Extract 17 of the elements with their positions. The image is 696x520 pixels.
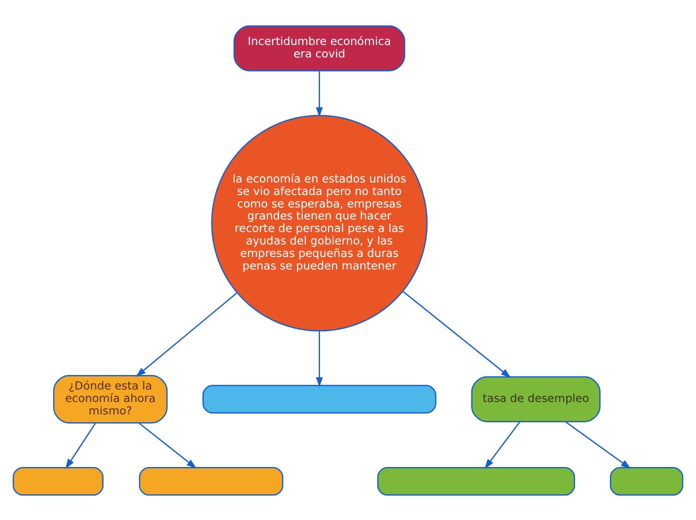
- node-box: [12, 466, 104, 496]
- node-box: [610, 466, 684, 496]
- arrow: [316, 70, 323, 117]
- node-box: tasa de desempleo: [471, 376, 601, 422]
- arrow: [402, 290, 511, 378]
- node-box: [202, 384, 436, 414]
- node-box: ¿Dónde esta la economía ahora mismo?: [53, 374, 168, 423]
- arrow: [138, 422, 196, 468]
- arrow: [65, 422, 96, 468]
- node-box: [138, 466, 284, 496]
- node-circle: la economía en estados unidos se vio afectada pero no tanto como se esperaba, empresas grandes tienen que hacer recorte de personal pese a las ayudas del gobierno, y las empresas pequeñas a duras penas se pueden mantener: [211, 114, 428, 331]
- arrow: [316, 330, 323, 387]
- arrow: [565, 420, 631, 468]
- node-box: [377, 466, 576, 496]
- node-box: Incertidumbre económica era covid: [234, 24, 406, 71]
- arrow: [136, 292, 238, 376]
- arrow: [484, 420, 520, 468]
